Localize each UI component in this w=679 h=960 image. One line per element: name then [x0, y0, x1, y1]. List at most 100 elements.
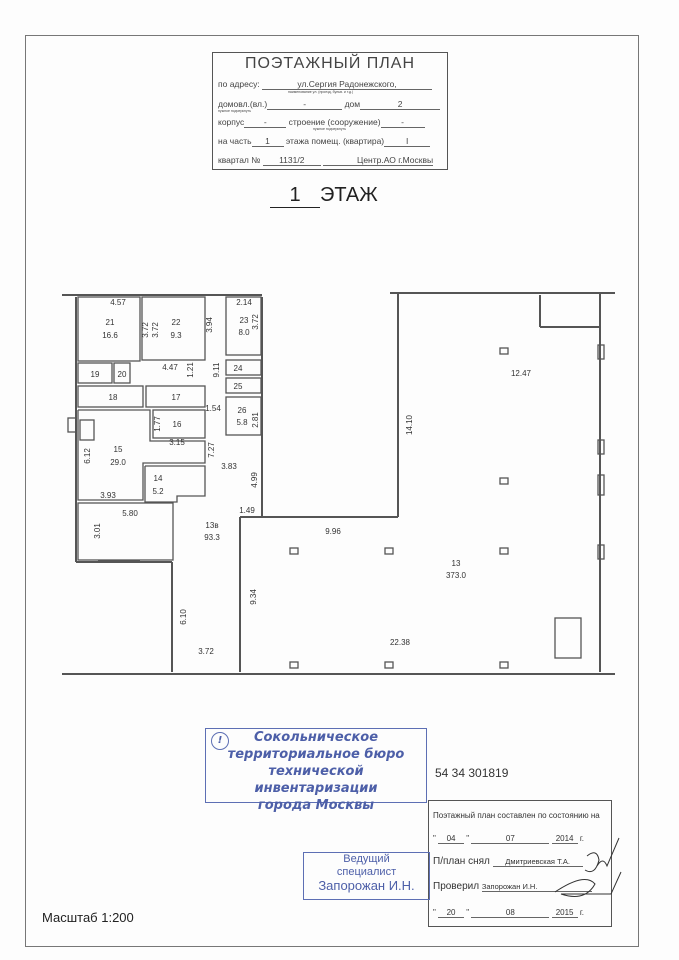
- stamp-line: территориальное бюро: [227, 747, 405, 762]
- room-22-id: 22: [172, 318, 181, 327]
- korpus-value: -: [244, 117, 287, 128]
- room-23-area: 8.0: [238, 328, 250, 337]
- stroenie-label: строение (сооружение): [288, 117, 381, 127]
- room-18-id: 18: [109, 393, 118, 402]
- part-label: на часть: [218, 136, 252, 146]
- room-13-id: 13: [452, 559, 461, 568]
- domovl-value: -: [267, 99, 343, 110]
- stroenie-hint: нужное подчеркнуть: [313, 127, 347, 131]
- room-20-id: 20: [118, 370, 127, 379]
- room-25-id: 25: [234, 382, 243, 391]
- dimension: 22.38: [390, 638, 411, 647]
- check-year: 2015: [551, 908, 578, 918]
- room-24-id: 24: [234, 364, 243, 373]
- room-13v-area: 93.3: [204, 533, 220, 542]
- checked-label: Проверил: [433, 881, 480, 892]
- dimension: 3.72: [141, 322, 150, 338]
- year-suffix: г.: [579, 908, 584, 917]
- dimension: 2.14: [236, 298, 252, 307]
- korpus-label: корпус: [218, 117, 245, 127]
- year-suffix: г.: [579, 834, 584, 843]
- exclamation-icon: !: [211, 732, 229, 750]
- dimension: 3.94: [205, 317, 214, 333]
- room-22-area: 9.3: [170, 331, 182, 340]
- stamp-line: технической инвентаризации: [254, 764, 378, 796]
- checked-by: Запорожан И.Н.: [481, 882, 592, 892]
- room-21-id: 21: [106, 318, 115, 327]
- room-15-area: 29.0: [110, 458, 126, 467]
- domovl-label: домовл.(вл.): [218, 99, 268, 109]
- dimension: 3.72: [251, 314, 260, 330]
- state-day: 04: [438, 834, 465, 844]
- address-hint: наименование ул. (проезд, бульв. и т.д.): [288, 90, 354, 94]
- floor-number: 1: [270, 184, 320, 208]
- dom-value: 2: [360, 99, 441, 110]
- stamp-line: Запорожан И.Н.: [318, 878, 415, 893]
- room-17-id: 17: [172, 393, 181, 402]
- floor-value: I: [384, 136, 431, 147]
- room-19-id: 19: [91, 370, 100, 379]
- room-15-id: 15: [114, 445, 123, 454]
- dimension: 3.15: [169, 438, 185, 447]
- room-21-area: 16.6: [102, 331, 118, 340]
- stroenie-value: -: [380, 117, 425, 128]
- check-month: 08: [471, 908, 550, 918]
- dimension: 7.27: [207, 442, 216, 458]
- floor-label: этажа помещ. (квартира): [285, 136, 385, 146]
- dimension: 9.34: [249, 589, 258, 605]
- info-box: Поэтажный план составлен по состоянию на…: [428, 800, 622, 927]
- signature: [554, 837, 622, 897]
- dimension: 1.21: [186, 362, 195, 378]
- address-value: ул.Сергия Радонежского,: [262, 79, 433, 90]
- dimension: 6.10: [179, 609, 188, 625]
- dimension: 4.99: [250, 472, 259, 488]
- bti-stamp: ! Сокольническое территориальное бюро те…: [205, 728, 427, 813]
- dom-label: дом: [344, 99, 361, 109]
- surveyed-label: П/план снял: [433, 856, 490, 867]
- check-day: 20: [438, 908, 465, 918]
- dimension: 9.96: [325, 527, 341, 536]
- dimension: 4.57: [110, 298, 126, 307]
- specialist-stamp: Ведущий специалист Запорожан И.Н.: [303, 852, 430, 900]
- room-14-id: 14: [154, 474, 163, 483]
- district: Центр.АО г.Москвы: [323, 155, 434, 166]
- state-year: 2014: [551, 834, 578, 844]
- surveyed-by: Дмитриевская Т.А.: [492, 857, 583, 867]
- dimension: 3.72: [198, 647, 214, 656]
- part-value: 1: [251, 136, 284, 147]
- dimension: 3.93: [100, 491, 116, 500]
- dimension: 1.49: [239, 506, 255, 515]
- dimension: 3.72: [151, 322, 160, 338]
- title-block: ПОЭТАЖНЫЙ ПЛАН по адресу: ул.Сергия Радо…: [212, 52, 448, 170]
- kvartal-value: 1131/2: [262, 155, 321, 166]
- stamp-line: Сокольническое: [253, 730, 379, 745]
- room-23-id: 23: [240, 316, 249, 325]
- dimension: 9.11: [212, 362, 221, 378]
- dimension: 1.54: [205, 404, 221, 413]
- kvartal-label: квартал №: [218, 155, 261, 165]
- document-title: ПОЭТАЖНЫЙ ПЛАН: [244, 55, 416, 72]
- address-label: по адресу:: [218, 79, 260, 89]
- dimension: 14.10: [405, 414, 414, 435]
- stamp-line: Ведущий: [343, 853, 390, 865]
- room-26-id: 26: [238, 406, 247, 415]
- page-frame: [25, 35, 639, 947]
- stamp-line: города Москвы: [257, 798, 375, 813]
- inventory-number: 54 34 301819: [435, 766, 509, 780]
- dimension: 4.47: [162, 363, 178, 372]
- stamp-line: специалист: [336, 866, 397, 878]
- state-label: Поэтажный план составлен по состоянию на: [433, 811, 600, 820]
- dimension: 3.83: [221, 462, 237, 471]
- room-14-area: 5.2: [152, 487, 164, 496]
- dimension: 3.01: [93, 523, 102, 539]
- dimension: 2.81: [251, 412, 260, 428]
- dimension: 1.77: [153, 416, 162, 432]
- domovl-hint: нужное подчеркнуть: [218, 109, 252, 113]
- room-26-area: 5.8: [236, 418, 248, 427]
- dimension: 6.12: [83, 448, 92, 464]
- room-13v-id: 13в: [205, 521, 218, 530]
- dimension: 5.80: [122, 509, 138, 518]
